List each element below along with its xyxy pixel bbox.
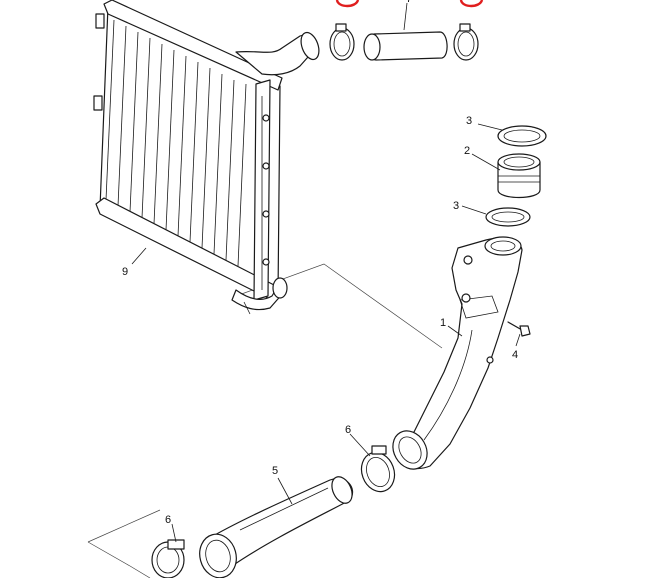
upper-hose — [363, 31, 448, 61]
callout-1: 1 — [440, 317, 446, 329]
callout-3-upper: 3 — [466, 115, 472, 127]
seal-ring-upper — [497, 125, 547, 147]
highlight-markers — [335, 0, 484, 8]
callout-5: 5 — [272, 465, 278, 477]
mounting-bolt — [507, 321, 531, 337]
lower-hose — [199, 476, 354, 578]
lower-clamp-right — [360, 445, 396, 493]
upper-clamp-right — [453, 23, 479, 61]
lower-clamp-left — [151, 539, 185, 578]
callout-6-left: 6 — [165, 514, 171, 526]
leader-lines — [131, 2, 521, 543]
charge-air-pipe — [392, 236, 523, 470]
upper-clamp-left — [329, 23, 355, 61]
callout-labels: 7 3 2 3 1 4 6 5 6 9 — [122, 0, 518, 526]
callout-6-right: 6 — [345, 424, 351, 436]
callout-7: 7 — [406, 0, 412, 5]
connector-sleeve — [497, 153, 541, 199]
callout-2: 2 — [464, 145, 470, 157]
intercooler-core — [93, 0, 320, 315]
intercooler-fins — [105, 19, 247, 267]
callout-9: 9 — [122, 266, 128, 278]
seal-ring-lower — [485, 207, 531, 227]
callout-3-lower: 3 — [453, 200, 459, 212]
callout-4: 4 — [512, 349, 518, 361]
